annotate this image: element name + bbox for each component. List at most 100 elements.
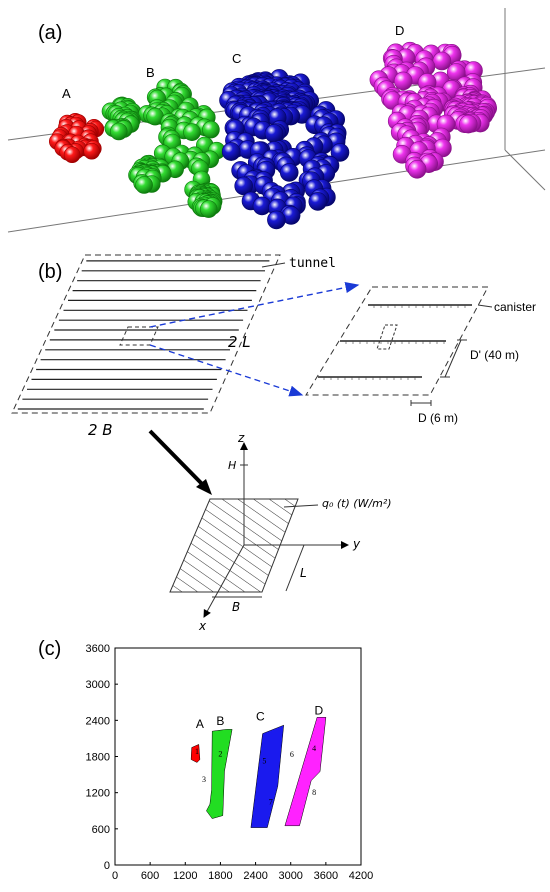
y-tick-label: 1200 <box>86 788 110 800</box>
region-number-label: 2 <box>218 750 222 759</box>
x-tick-label: 600 <box>141 870 159 882</box>
region-b <box>206 729 233 819</box>
cluster-a-label: A <box>62 86 71 101</box>
region-polygons <box>190 717 327 828</box>
panel-b: (b) tunnel 2 L 2 B canis <box>0 245 550 633</box>
panel-b-label: (b) <box>38 261 63 283</box>
sphere <box>183 123 201 141</box>
x-tick-label: 3600 <box>314 870 338 882</box>
region-number-label: 5 <box>262 757 266 766</box>
cluster-d-spheres <box>369 41 498 179</box>
sphere <box>308 192 328 211</box>
zoom-selection-box <box>376 324 398 350</box>
canister-leader <box>477 304 493 308</box>
sphere <box>63 146 81 163</box>
y-tick-label: 2400 <box>86 715 110 727</box>
zoom-section-outline <box>305 286 489 396</box>
cluster-c-spheres <box>219 69 350 230</box>
two-l-label: 2 L <box>228 333 251 351</box>
panel-c-label: (c) <box>38 638 62 660</box>
q-label: q₀ (t) (W/m²) <box>322 497 392 510</box>
cluster-c-label: C <box>232 51 241 66</box>
y-tick-label: 1800 <box>86 752 110 764</box>
sphere <box>110 122 128 141</box>
tunnel-leader <box>261 262 286 268</box>
d-prime-dimension <box>444 339 462 378</box>
cluster-a-spheres <box>48 113 105 163</box>
zoom-tunnel-lines <box>318 304 472 380</box>
region-name-label: B <box>216 714 224 728</box>
region-number-label: 7 <box>269 798 273 807</box>
canister-label: canister <box>494 300 536 314</box>
zoom-arrow-bottom <box>149 344 304 397</box>
cluster-b-label: B <box>146 65 155 80</box>
region-name-label: C <box>256 709 265 723</box>
plot-frame <box>114 647 362 866</box>
x-tick-label: 2400 <box>243 870 267 882</box>
y-axis-label: y <box>352 537 361 551</box>
region-name-label: A <box>196 717 204 731</box>
sphere <box>432 51 452 71</box>
repository-schematic: tunnel 2 L 2 B canister D' (40 m) D (6 m… <box>11 254 536 633</box>
x-tick-label: 0 <box>112 870 118 882</box>
panel-a-label: (a) <box>38 22 63 44</box>
q-leader <box>283 504 319 508</box>
region-c <box>250 724 284 828</box>
tunnel-lines <box>17 260 270 410</box>
two-b-label: 2 B <box>88 421 113 439</box>
x-ticks: 0 600 1200 1800 2400 3000 3600 4200 <box>112 862 373 882</box>
box-edge-depth <box>504 149 546 191</box>
sphere <box>330 143 350 162</box>
sphere <box>234 176 253 196</box>
z-axis-label: z <box>237 431 245 445</box>
region-name-label: D <box>314 703 323 717</box>
y-tick-label: 600 <box>92 824 110 836</box>
region-number-label: 3 <box>202 775 206 784</box>
sphere <box>252 196 272 216</box>
panel-a: (a) A B C D <box>0 0 550 245</box>
repository-outline <box>11 254 281 414</box>
x-axis-label: x <box>198 619 207 633</box>
zoom-arrow-top <box>149 282 360 328</box>
region-d <box>284 717 327 827</box>
y-tick-label: 0 <box>104 860 110 872</box>
y-tick-label: 3600 <box>86 643 110 655</box>
sphere <box>83 142 100 160</box>
sphere <box>267 210 286 230</box>
sphere <box>202 120 220 139</box>
x-tick-label: 3000 <box>278 870 302 882</box>
region-number-label: 8 <box>312 788 316 797</box>
sphere <box>407 160 427 179</box>
sphere <box>221 142 241 161</box>
y-tick-label: 3000 <box>86 679 110 691</box>
h-label: H <box>228 459 236 472</box>
x-tick-label: 1800 <box>208 870 232 882</box>
transition-arrow-head <box>196 479 212 495</box>
cluster-3d-view: A B C D <box>7 8 546 233</box>
tunnel-label: tunnel <box>289 256 336 271</box>
cluster-d-label: D <box>395 23 404 38</box>
sphere <box>393 71 413 91</box>
d-label: D (6 m) <box>418 411 458 425</box>
d-prime-label: D' (40 m) <box>470 348 519 362</box>
transition-arrow-line <box>148 429 207 489</box>
sphere <box>279 163 299 182</box>
sphere <box>199 200 218 218</box>
region-a <box>190 744 201 763</box>
x-tick-label: 1200 <box>173 870 197 882</box>
cluster-b-spheres <box>101 78 226 218</box>
sphere <box>458 114 478 134</box>
region-number-label: 4 <box>312 744 316 753</box>
l-dimension <box>285 544 305 592</box>
b-label: B <box>232 600 240 614</box>
y-ticks: 0 600 1200 1800 2400 3000 3600 <box>86 643 118 872</box>
l-label: L <box>300 566 307 580</box>
region-number-label: 1 <box>195 747 199 756</box>
heat-source-plane <box>169 498 299 593</box>
sphere <box>135 176 153 194</box>
x-tick-label: 4200 <box>349 870 373 882</box>
region-number-label: 6 <box>290 750 294 759</box>
